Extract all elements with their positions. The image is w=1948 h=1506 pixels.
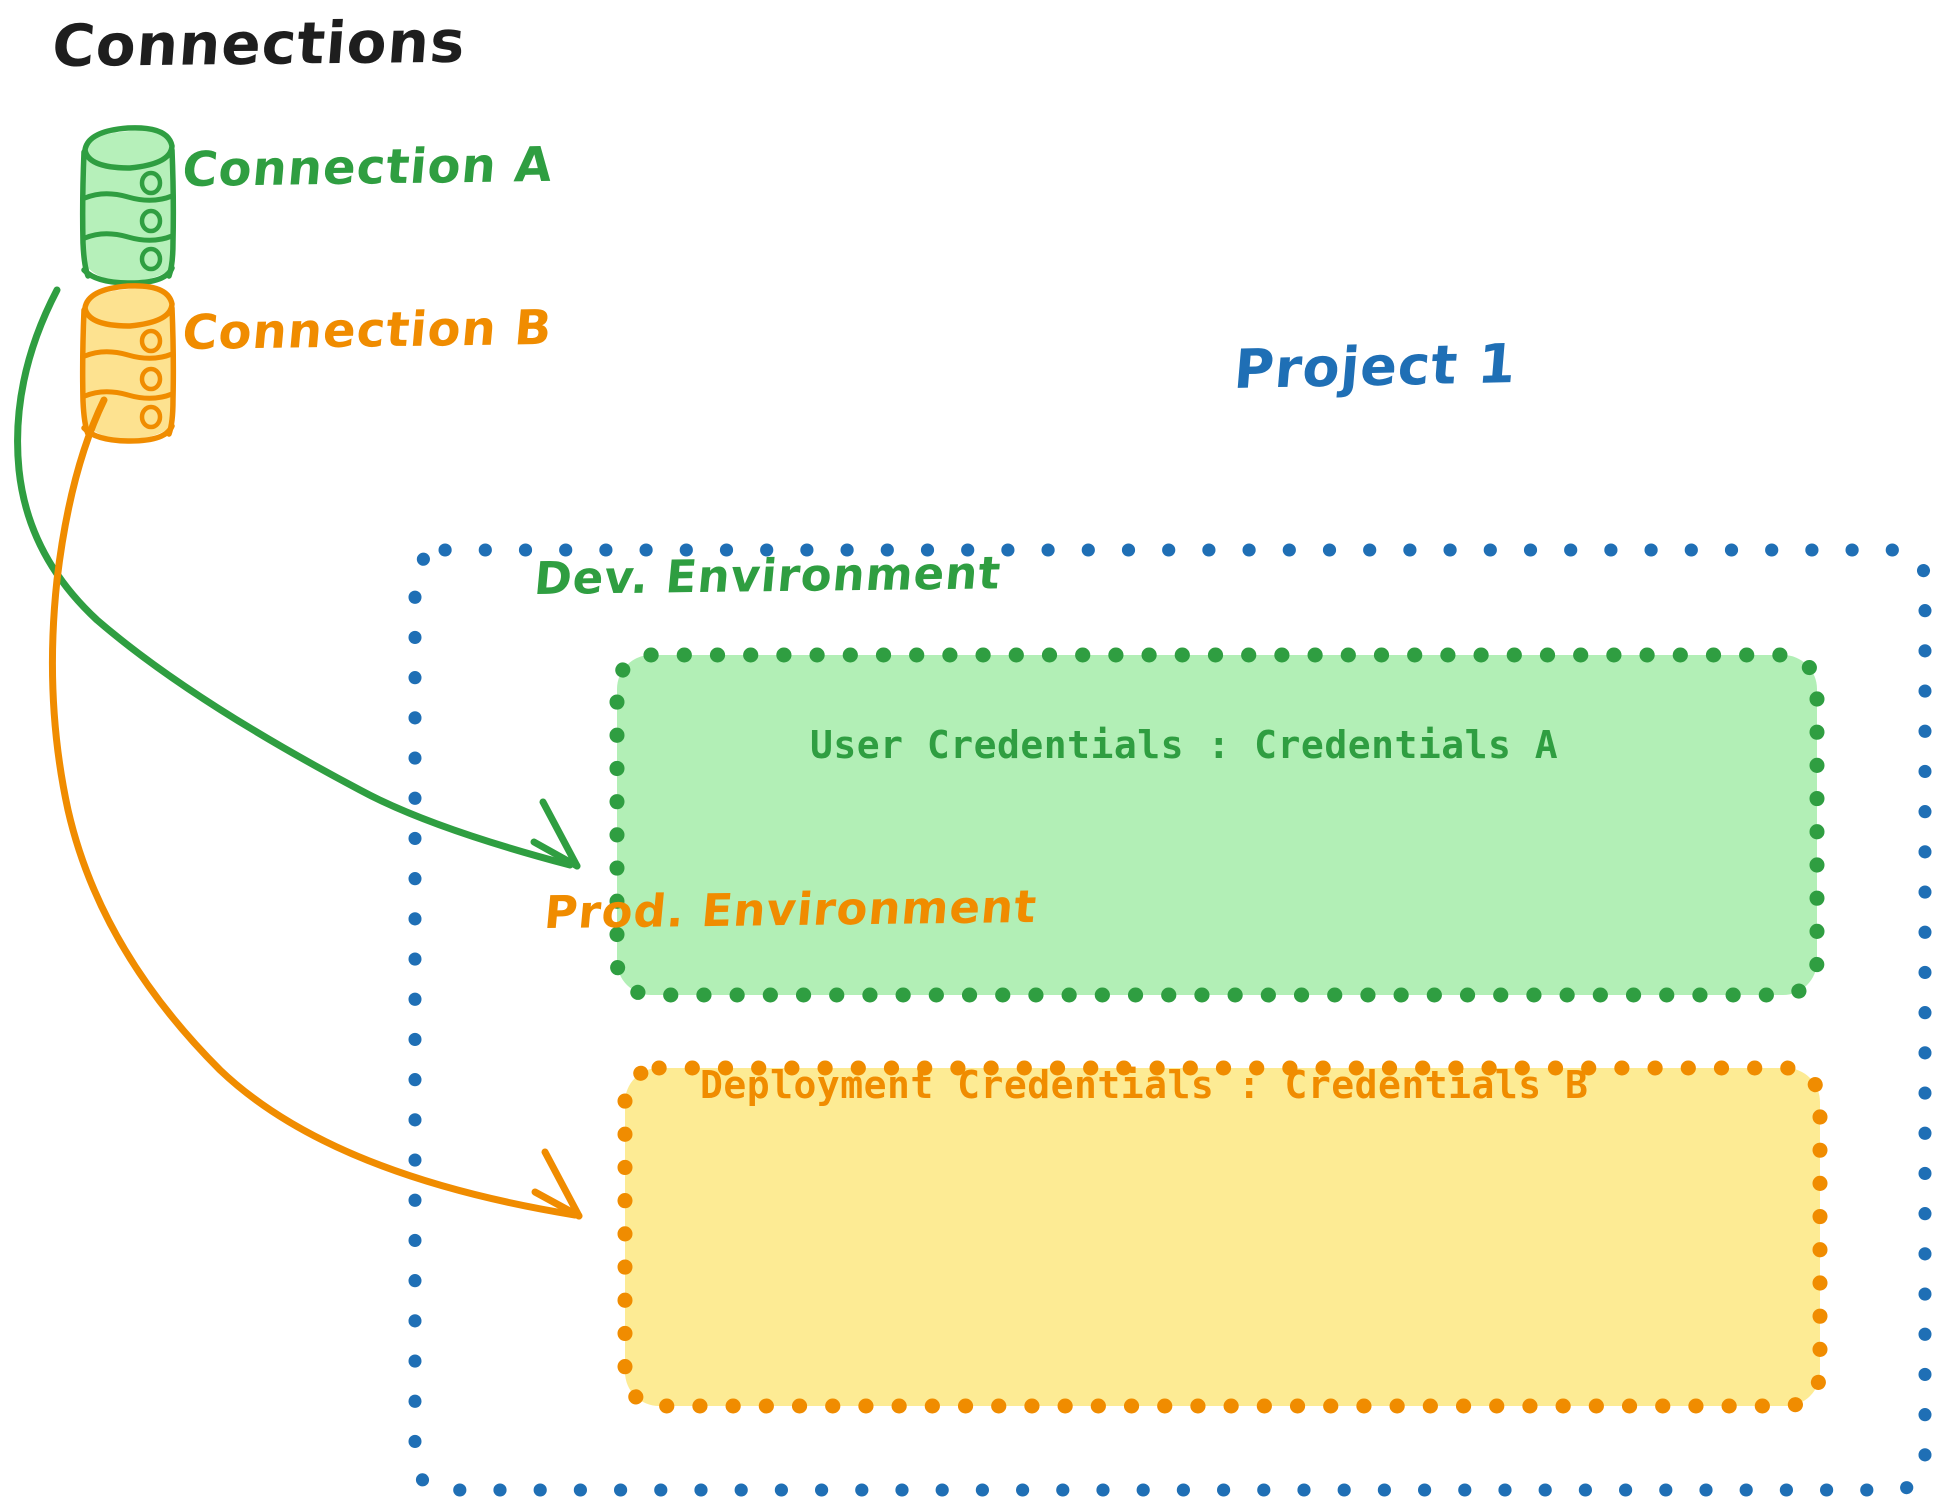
dev-environment-dotted-border [609,647,1825,1003]
dev-environment-box[interactable] [609,647,1825,1003]
arrow-b-path [48,396,579,1219]
db-a-led-3 [139,246,163,272]
arrow-connection-b-to-prod [48,396,583,1220]
db-a-led-1 [139,170,163,196]
page-title: Connections [49,7,469,80]
prod-environment-credentials: Deployment Credentials : Credentials B [700,1063,1589,1107]
connection-a-label[interactable]: Connection A [179,136,556,198]
prod-environment-fill [625,1068,1820,1406]
prod-environment-dotted-border [617,1060,1828,1414]
db-b-led-3 [139,404,163,430]
arrow-b-head-lower [531,1188,583,1220]
arrow-connection-a-to-dev [14,286,581,870]
project-title: Project 1 [1231,332,1520,401]
prod-environment-title: Prod. Environment [542,879,1040,939]
dev-environment-title: Dev. Environment [532,546,1004,605]
arrow-b-head-upper [541,1148,583,1220]
arrow-a-path [14,286,574,869]
arrow-a-head-upper [539,798,581,870]
db-a-shelf-2 [82,231,175,243]
db-a-shelf-1 [82,191,175,203]
db-a-top [82,125,175,171]
project-dotted-border [408,543,1932,1497]
database-icon-connection-a[interactable] [79,125,177,286]
connection-b-label[interactable]: Connection B [179,299,555,361]
db-b-led-1 [139,328,163,354]
db-b-led-2 [139,366,163,392]
project-container[interactable] [408,543,1932,1497]
dev-environment-fill [617,655,1817,995]
db-b-shelf-2 [82,389,175,401]
dev-environment-credentials: User Credentials : Credentials A [810,723,1559,767]
db-b-top [82,283,175,329]
prod-environment-box[interactable] [617,1060,1828,1414]
db-b-shelf-1 [82,349,175,361]
arrow-a-head-lower [530,838,581,870]
db-a-led-2 [139,208,163,234]
db-a-bottom [81,265,175,286]
